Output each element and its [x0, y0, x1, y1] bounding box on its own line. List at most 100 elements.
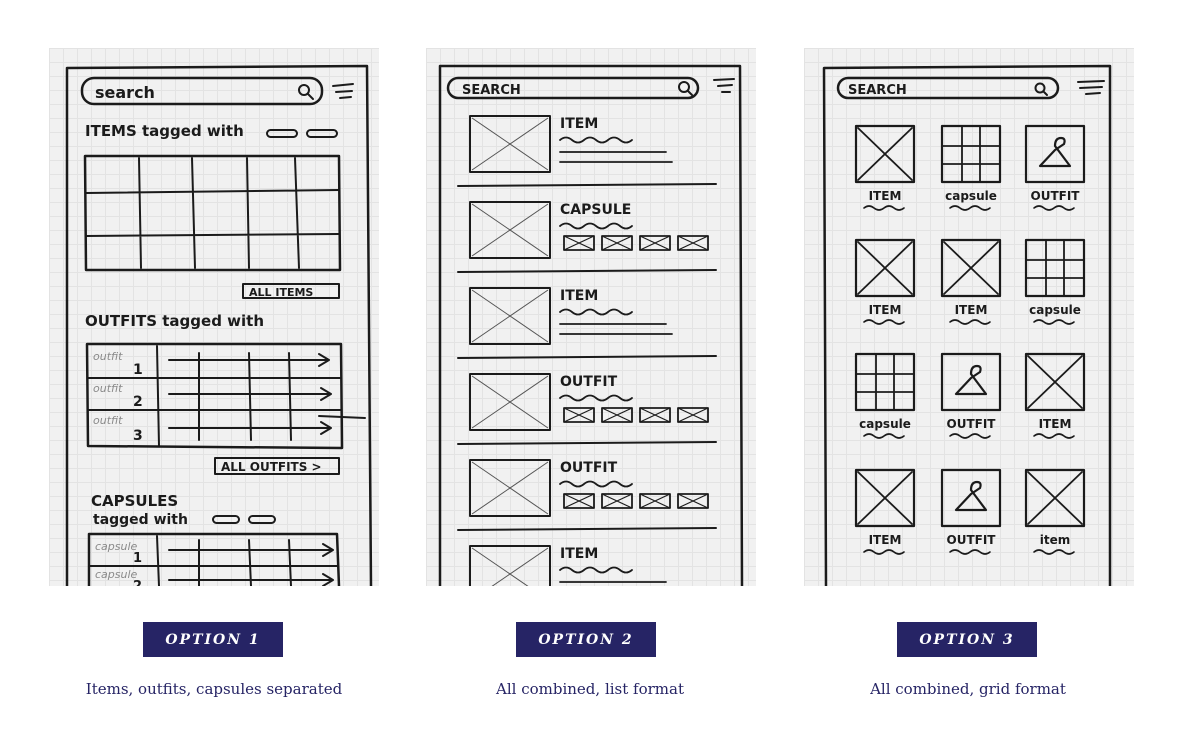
tile-thumbnail — [1024, 468, 1086, 528]
search-icon — [678, 81, 693, 96]
tile-squiggle — [863, 319, 905, 325]
tag-chip — [212, 515, 240, 524]
mini-thumbnail — [639, 493, 671, 509]
description-squiggle — [559, 480, 633, 488]
svg-text:outfit: outfit — [93, 382, 123, 395]
tile-type-label: ITEM — [869, 533, 902, 547]
row-divider — [457, 183, 717, 187]
grid-tile[interactable]: ITEM — [1024, 352, 1086, 439]
list-item[interactable]: ITEM — [469, 545, 672, 586]
menu-icon[interactable] — [332, 83, 354, 99]
tile-squiggle — [949, 319, 991, 325]
tile-thumbnail — [1024, 124, 1086, 184]
outfit-row[interactable]: outfit 3 — [93, 414, 143, 444]
option-2-badge: OPTION 2 — [516, 622, 656, 657]
mini-thumbnail — [601, 235, 633, 251]
list-item[interactable]: CAPSULE — [469, 201, 709, 259]
description-squiggle — [559, 136, 633, 144]
row-divider — [457, 269, 717, 273]
outfit-row[interactable]: outfit 2 — [93, 382, 143, 410]
tag-chip — [266, 129, 298, 138]
option-2-caption: All combined, list format — [496, 680, 684, 698]
tag-chip — [306, 129, 338, 138]
list-item[interactable]: OUTFIT — [469, 373, 709, 431]
grid-tile[interactable]: ITEM — [854, 124, 916, 211]
search-bar[interactable] — [446, 76, 700, 100]
grid-tile[interactable]: OUTFIT — [1024, 124, 1086, 211]
grid-tile[interactable]: OUTFIT — [940, 468, 1002, 555]
detail-lines — [559, 323, 673, 335]
tile-thumbnail — [940, 238, 1002, 298]
search-text: SEARCH — [462, 83, 521, 98]
grid-tile[interactable]: ITEM — [854, 238, 916, 325]
menu-icon[interactable] — [1077, 80, 1105, 95]
menu-icon[interactable] — [713, 78, 735, 93]
capsule-row[interactable]: capsule 2 — [95, 568, 142, 586]
item-type-label: ITEM — [560, 546, 598, 562]
tile-squiggle — [949, 205, 991, 211]
row-divider — [457, 441, 717, 445]
outfits-list — [85, 342, 366, 450]
option-1-sketch: search ITEMS tagged with ALL ITEMS OUTFI… — [49, 48, 379, 586]
tile-type-label: capsule — [945, 189, 997, 203]
grid-tile[interactable]: ITEM — [854, 468, 916, 555]
svg-text:1: 1 — [133, 362, 143, 378]
tag-chip — [248, 515, 276, 524]
grid-tile[interactable]: capsule — [940, 124, 1002, 211]
option-1-wireframe: search ITEMS tagged with ALL ITEMS OUTFI… — [65, 64, 373, 586]
tile-thumbnail — [854, 238, 916, 298]
thumbnail-placeholder — [469, 115, 551, 173]
svg-text:capsule: capsule — [95, 568, 138, 581]
all-items-button[interactable] — [242, 283, 340, 299]
items-grid — [83, 154, 342, 272]
capsule-row[interactable]: capsule 1 — [95, 540, 142, 566]
row-divider — [457, 527, 717, 531]
grid-tile[interactable]: ITEM — [940, 238, 1002, 325]
outfit-row[interactable]: outfit 1 — [93, 350, 143, 378]
grid-tile[interactable]: OUTFIT — [940, 352, 1002, 439]
item-type-label: OUTFIT — [560, 374, 618, 390]
tile-thumbnail — [854, 468, 916, 528]
mini-thumbnail — [563, 493, 595, 509]
search-bar[interactable] — [836, 76, 1060, 100]
option-1-caption: Items, outfits, capsules separated — [85, 680, 343, 698]
mini-thumbnail — [563, 235, 595, 251]
option-2-wireframe: SEARCH ITEM CAPSULE ITEM OUTFIT OUTFIT ITEM — [438, 64, 744, 586]
capsules-heading: CAPSULES — [91, 492, 178, 510]
tile-thumbnail — [940, 124, 1002, 184]
tile-thumbnail — [854, 124, 916, 184]
tile-type-label: capsule — [1029, 303, 1081, 317]
tile-type-label: ITEM — [1039, 417, 1072, 431]
tile-thumbnail — [940, 468, 1002, 528]
outfits-heading: OUTFITS tagged with — [85, 312, 264, 330]
tile-type-label: ITEM — [869, 189, 902, 203]
search-bar[interactable] — [80, 76, 324, 106]
svg-text:3: 3 — [133, 428, 143, 444]
search-icon — [298, 84, 314, 100]
tile-squiggle — [949, 549, 991, 555]
tile-thumbnail — [854, 352, 916, 412]
mini-thumbnail — [601, 407, 633, 423]
item-type-label: ITEM — [560, 288, 598, 304]
tile-squiggle — [1033, 433, 1075, 439]
description-squiggle — [559, 308, 633, 316]
grid-tile[interactable]: capsule — [1024, 238, 1086, 325]
tile-squiggle — [1033, 319, 1075, 325]
search-text: search — [95, 83, 155, 102]
tile-thumbnail — [1024, 238, 1086, 298]
tile-squiggle — [949, 433, 991, 439]
list-item[interactable]: ITEM — [469, 287, 673, 345]
item-type-label: CAPSULE — [560, 202, 631, 218]
list-item[interactable]: ITEM — [469, 115, 673, 173]
list-item[interactable]: OUTFIT — [469, 459, 709, 517]
grid-tile[interactable]: capsule — [854, 352, 916, 439]
svg-text:2: 2 — [133, 579, 142, 586]
tile-squiggle — [1033, 205, 1075, 211]
all-outfits-button[interactable] — [214, 457, 340, 475]
mini-thumbnail — [677, 235, 709, 251]
grid-tile[interactable]: item — [1024, 468, 1086, 555]
tile-squiggle — [863, 205, 905, 211]
tile-type-label: capsule — [859, 417, 911, 431]
